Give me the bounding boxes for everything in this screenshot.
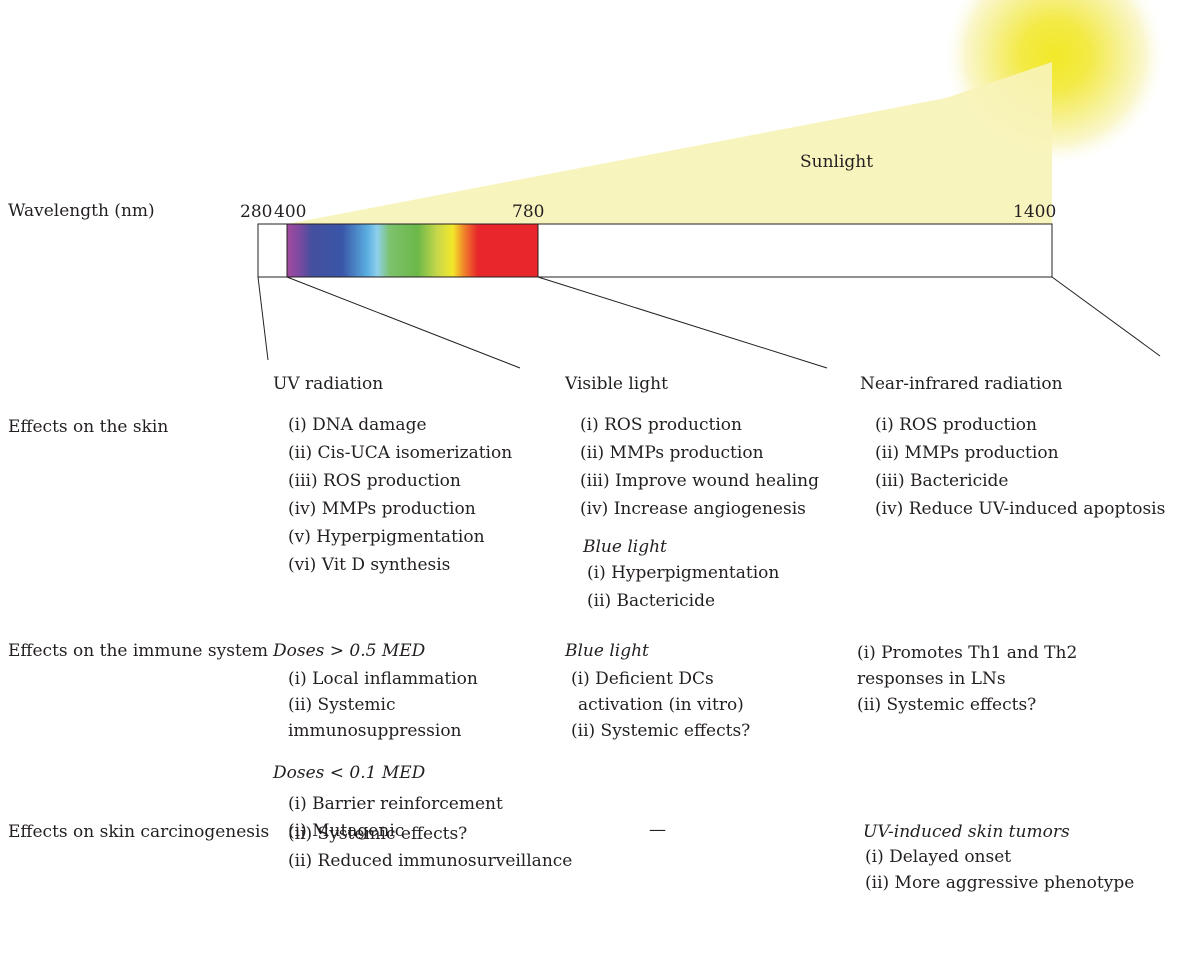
carcino-nir-title: UV-induced skin tumors xyxy=(863,822,1070,842)
skin-nir-item: (ii) MMPs production xyxy=(875,443,1059,463)
visible-projection xyxy=(537,276,828,369)
sunlight-beam xyxy=(287,62,1052,224)
carcino-nir-item: (i) Delayed onset xyxy=(865,847,1012,867)
skin-blue-light-item: (ii) Bactericide xyxy=(587,591,716,611)
immune-uv-high-item: (ii) Systemic xyxy=(288,695,396,715)
skin-nir-item: (iv) Reduce UV-induced apoptosis xyxy=(875,499,1166,519)
column-uv-header: UV radiation xyxy=(273,374,384,394)
skin-visible-list: (i) ROS production (ii) MMPs production … xyxy=(580,411,819,523)
skin-uv-item: (i) DNA damage xyxy=(288,415,427,435)
skin-uv-item: (v) Hyperpigmentation xyxy=(288,527,485,547)
immune-nir-list: (i) Promotes Th1 and Th2 responses in LN… xyxy=(857,640,1077,718)
immune-visible-item: activation (in vitro) xyxy=(578,695,744,715)
uv-band xyxy=(257,223,288,278)
wavelength-280: 280 xyxy=(240,202,273,222)
immune-uv-high-item: (i) Local inflammation xyxy=(288,669,478,689)
carcino-uv-list: (i) Mutagenic (ii) Reduced immunosurveil… xyxy=(288,816,572,876)
immune-uv-low-dose-list: (i) Barrier reinforcement (ii) Systemic … xyxy=(288,789,503,849)
immune-uv-low-dose-title: Doses < 0.1 MED xyxy=(273,763,426,783)
skin-blue-light-title: Blue light xyxy=(583,537,667,557)
nir-projection xyxy=(1051,276,1161,357)
skin-blue-light-item: (i) Hyperpigmentation xyxy=(587,563,780,583)
immune-uv-high-dose-list: (i) Local inflammation (ii) Systemic imm… xyxy=(288,666,478,744)
skin-visible-item: (ii) MMPs production xyxy=(580,443,764,463)
skin-uv-item: (iv) MMPs production xyxy=(288,499,476,519)
carcino-uv-item: (ii) Reduced immunosurveillance xyxy=(288,851,573,871)
wavelength-780: 780 xyxy=(512,202,545,222)
immune-uv-low-item: (ii) Systemic effects? xyxy=(288,824,468,844)
immune-nir-item: responses in LNs xyxy=(857,669,1006,689)
skin-uv-item: (ii) Cis-UCA isomerization xyxy=(288,443,513,463)
skin-visible-item: (iii) Improve wound healing xyxy=(580,471,819,491)
skin-blue-light-list: (i) Hyperpigmentation (ii) Bactericide xyxy=(587,559,779,615)
immune-visible-list: (i) Deficient DCs activation (in vitro) … xyxy=(571,666,750,744)
immune-blue-light-title: Blue light xyxy=(565,641,649,661)
carcino-visible-none: — xyxy=(649,820,666,840)
skin-uv-item: (iii) ROS production xyxy=(288,471,461,491)
row-carcinogenesis-label: Effects on skin carcinogenesis xyxy=(8,822,270,842)
immune-nir-item: (i) Promotes Th1 and Th2 xyxy=(857,643,1078,663)
skin-visible-item: (iv) Increase angiogenesis xyxy=(580,499,806,519)
wavelength-400: 400 xyxy=(274,202,307,222)
skin-nir-list: (i) ROS production (ii) MMPs production … xyxy=(875,411,1165,523)
immune-visible-item: (i) Deficient DCs xyxy=(571,669,714,689)
visible-band xyxy=(286,223,539,278)
immune-nir-item: (ii) Systemic effects? xyxy=(857,695,1037,715)
row-skin-label: Effects on the skin xyxy=(8,417,169,437)
wavelength-title: Wavelength (nm) xyxy=(8,201,155,221)
skin-visible-item: (i) ROS production xyxy=(580,415,742,435)
uv-projection-right xyxy=(286,276,521,369)
sunlight-label: Sunlight xyxy=(800,152,874,172)
carcino-uv-item: (i) Mutagenic xyxy=(288,821,405,841)
immune-visible-item: (ii) Systemic effects? xyxy=(571,721,751,741)
immune-uv-low-item: (i) Barrier reinforcement xyxy=(288,794,503,814)
skin-nir-item: (i) ROS production xyxy=(875,415,1037,435)
immune-uv-high-dose-title: Doses > 0.5 MED xyxy=(273,641,426,661)
uv-projection-left xyxy=(257,276,269,361)
skin-uv-item: (vi) Vit D synthesis xyxy=(288,555,451,575)
skin-nir-item: (iii) Bactericide xyxy=(875,471,1009,491)
skin-uv-list: (i) DNA damage (ii) Cis-UCA isomerizatio… xyxy=(288,411,512,579)
carcino-nir-list: (i) Delayed onset (ii) More aggressive p… xyxy=(865,844,1134,896)
column-nir-header: Near-infrared radiation xyxy=(860,374,1063,394)
carcino-nir-item: (ii) More aggressive phenotype xyxy=(865,873,1135,893)
row-immune-label: Effects on the immune system xyxy=(8,641,268,661)
wavelength-1400: 1400 xyxy=(1013,202,1057,222)
near-infrared-band xyxy=(537,223,1053,278)
column-visible-header: Visible light xyxy=(565,374,668,394)
immune-uv-high-item: immunosuppression xyxy=(288,721,462,741)
